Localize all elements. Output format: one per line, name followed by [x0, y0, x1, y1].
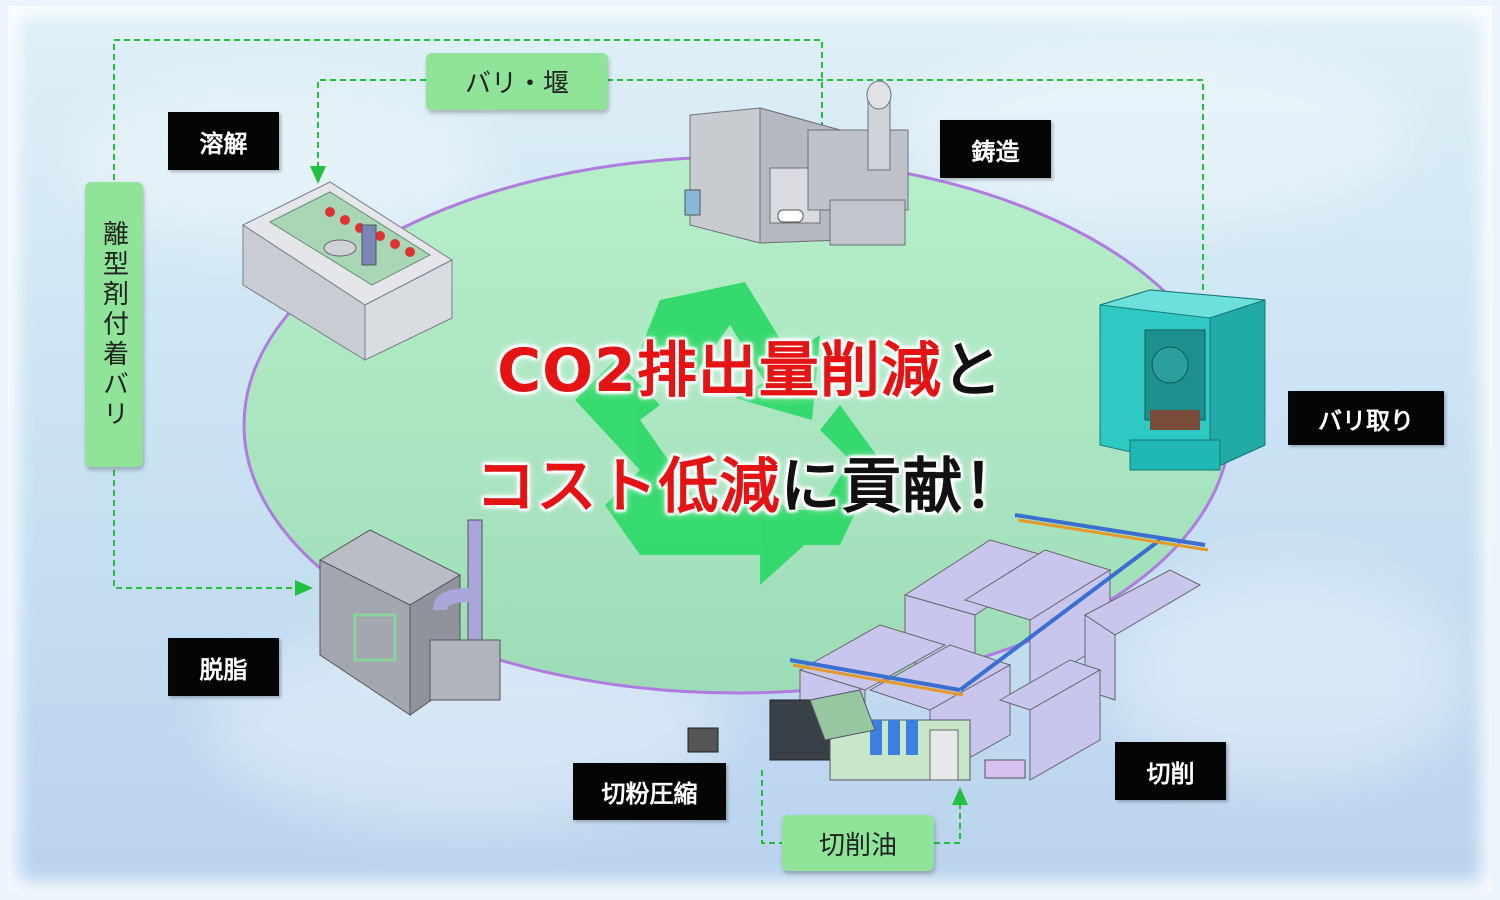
headline-line-1: CO2排出量削減と [0, 322, 1500, 409]
flow-line-oil-right [934, 787, 968, 844]
headline-and: と [941, 336, 1003, 406]
machining-line-illustration [687, 513, 1209, 781]
headline-co2-reduction: CO2排出量削減 [497, 336, 942, 406]
flow-line-release-agent-top [113, 39, 823, 190]
flow-label-cutting-oil: 切削油 [782, 815, 934, 871]
label-casting: 鋳造 [940, 120, 1051, 178]
melting-furnace-illustration [241, 181, 453, 361]
label-degreasing: 脱脂 [168, 638, 279, 696]
flow-line-burr-to-melting [310, 79, 426, 184]
flow-label-burr-runner: バリ・堰 [426, 53, 608, 110]
flow-line-oil-left [761, 770, 782, 844]
label-deburring: バリ取り [1288, 391, 1444, 445]
degreasing-furnace-illustration [318, 519, 501, 716]
label-machining: 切削 [1115, 742, 1226, 800]
label-melting: 溶解 [168, 112, 279, 170]
flow-label-release-agent-burr: 離型剤付着バリ [85, 182, 143, 467]
flow-lines [113, 39, 1204, 844]
headline-contribution: に貢献！ [780, 452, 1025, 522]
deburring-machine-illustration [1099, 289, 1266, 471]
label-chip-compression: 切粉圧縮 [573, 763, 726, 820]
flow-line-burr-right [608, 79, 1204, 300]
headline-cost-reduction: コスト低減 [475, 452, 781, 522]
flow-line-to-degreasing [113, 470, 313, 596]
headline-line-2: コスト低減に貢献！ [0, 438, 1500, 525]
die-casting-machine-illustration [684, 80, 909, 246]
recycle-icon [575, 282, 880, 585]
